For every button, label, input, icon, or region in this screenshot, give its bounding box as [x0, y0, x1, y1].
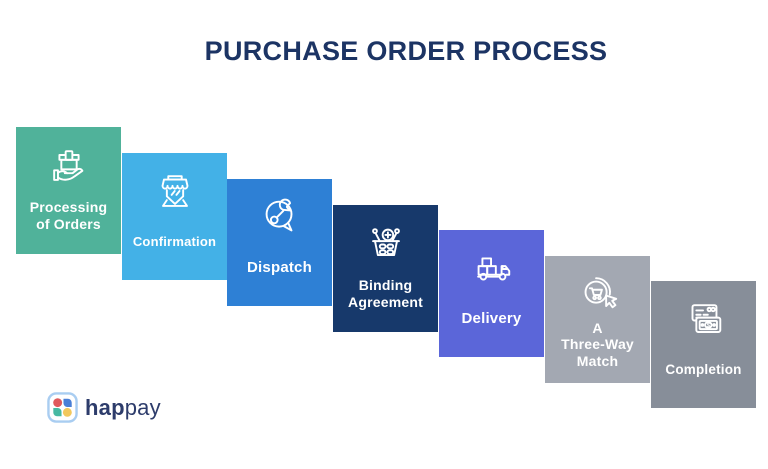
- delivery-truck-icon: [476, 257, 510, 281]
- step-confirmation: Confirmation: [122, 153, 227, 280]
- happay-logo: happay: [47, 392, 161, 423]
- step-dispatch: Dispatch: [227, 179, 332, 306]
- step-label: Binding Agreement: [348, 276, 423, 310]
- basket-add-icon: [371, 228, 400, 256]
- payment-receipt-icon: $: [691, 304, 721, 333]
- step-label: Dispatch: [247, 258, 312, 276]
- step-label: Confirmation: [132, 233, 217, 249]
- wordmark-bold-part: hap: [85, 395, 125, 420]
- package-in-hand-icon: [52, 150, 83, 181]
- step-completion: $ Completion: [651, 281, 756, 408]
- happay-wordmark: happay: [85, 392, 161, 423]
- cart-cursor-icon: [584, 277, 617, 309]
- wordmark-regular-part: pay: [124, 395, 161, 420]
- step-label: Delivery: [461, 309, 522, 327]
- step-three-way-match: A Three-Way Match: [545, 256, 650, 383]
- step-processing-of-orders: Processing of Orders: [16, 127, 121, 254]
- step-binding-agreement: Binding Agreement: [333, 205, 438, 332]
- happay-logo-icon: [47, 392, 78, 423]
- storefront-icon: [161, 175, 188, 207]
- step-label: A Three-Way Match: [561, 319, 634, 369]
- step-label: Completion: [665, 361, 742, 377]
- svg-text:$: $: [706, 323, 710, 329]
- step-delivery: Delivery: [439, 230, 544, 357]
- dispatch-wrench-bubble-icon: [265, 198, 292, 232]
- step-label: Processing of Orders: [29, 198, 108, 232]
- page-title: PURCHASE ORDER PROCESS: [204, 36, 608, 66]
